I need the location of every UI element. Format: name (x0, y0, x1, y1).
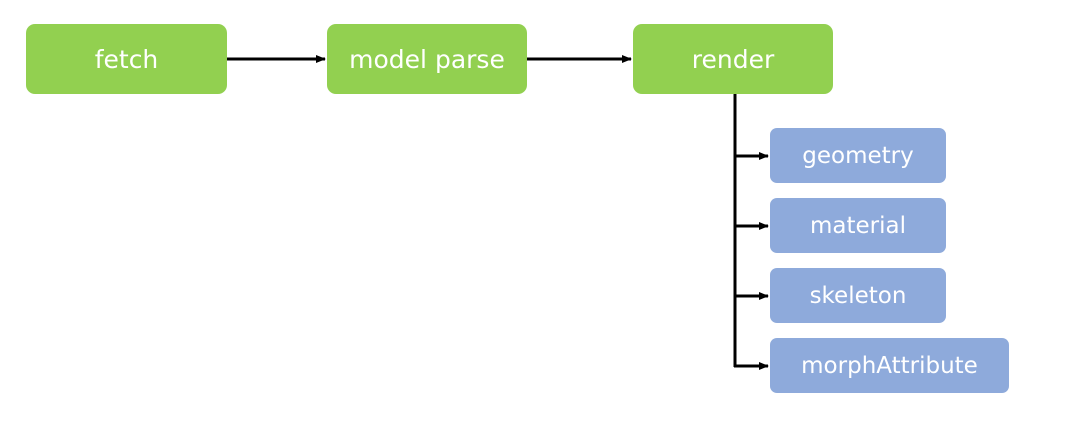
morph-attribute-node: morphAttribute (770, 338, 1009, 393)
geometry-node: geometry (770, 128, 946, 183)
skeleton-node: skeleton (770, 268, 946, 323)
material-node: material (770, 198, 946, 253)
morph-attribute-node-label: morphAttribute (801, 352, 978, 379)
render-node: render (633, 24, 833, 94)
model-parse-node-label: model parse (349, 44, 505, 74)
geometry-node-label: geometry (802, 142, 914, 169)
render-node-label: render (691, 44, 775, 74)
fetch-node: fetch (26, 24, 227, 94)
skeleton-node-label: skeleton (809, 282, 907, 309)
model-parse-node: model parse (327, 24, 527, 94)
fetch-node-label: fetch (94, 44, 159, 74)
material-node-label: material (810, 212, 906, 239)
